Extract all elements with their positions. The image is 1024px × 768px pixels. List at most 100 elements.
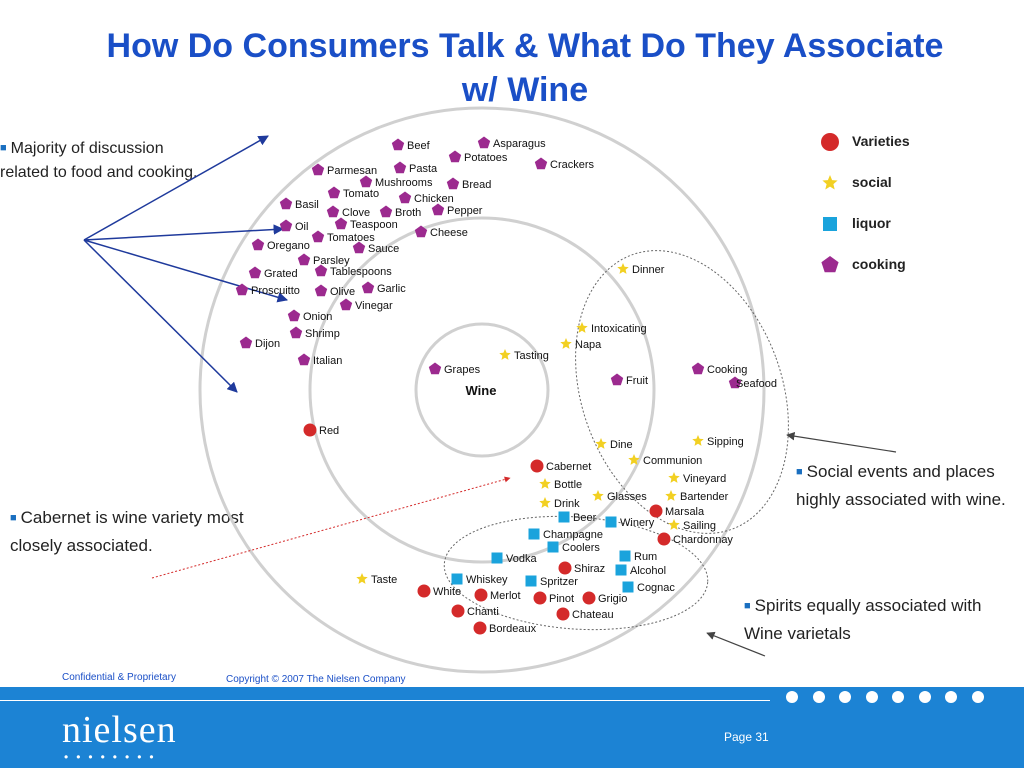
term-italian: Italian (297, 353, 342, 367)
term-label: Bordeaux (489, 623, 537, 635)
square-marker-icon (451, 573, 463, 585)
pentagon-marker-icon (393, 161, 407, 174)
term-fruit: Fruit (610, 373, 648, 387)
social-arrow (786, 432, 897, 453)
footer-dot (839, 691, 851, 703)
term-label: Beer (573, 512, 597, 524)
term-label: Rum (634, 551, 657, 563)
term-grated: Grated (248, 266, 298, 280)
term-communion: Communion (628, 454, 702, 467)
term-label: Red (319, 425, 339, 437)
note-social-events: ■Social events and places highly associa… (796, 458, 1021, 514)
footer-divider (0, 700, 770, 701)
term-label: Dinner (632, 264, 665, 276)
footer-dots (786, 690, 998, 708)
pentagon-marker-icon (248, 266, 262, 279)
square-marker-icon (823, 217, 837, 231)
term-label: Communion (643, 455, 702, 467)
pentagon-marker-icon (361, 281, 375, 294)
footer-copyright: Copyright © 2007 The Nielsen Company (226, 674, 406, 685)
term-label: Crackers (550, 159, 595, 171)
term-cognac: Cognac (622, 581, 675, 594)
term-label: Pepper (447, 205, 483, 217)
term-label: Drink (554, 498, 580, 510)
term-napa: Napa (560, 338, 602, 351)
page-number: Page 31 (724, 730, 769, 744)
term-label: Bartender (680, 491, 729, 503)
term-garlic: Garlic (361, 281, 406, 295)
note-cabernet-text: Cabernet is wine variety most closely as… (10, 508, 244, 555)
term-label: Oregano (267, 240, 310, 252)
pentagon-marker-icon (431, 203, 445, 216)
term-tomatoes: Tomatoes (311, 230, 375, 244)
term-label: Oil (295, 221, 308, 233)
pentagon-marker-icon (334, 217, 348, 230)
star-marker-icon (592, 490, 604, 501)
center-wine-label: Wine (466, 383, 497, 398)
term-spritzer: Spritzer (525, 575, 578, 588)
pentagon-marker-icon (311, 230, 325, 243)
term-chardonnay: Chardonnay (657, 532, 733, 546)
term-label: Parmesan (327, 165, 377, 177)
term-cooking: Cooking (691, 362, 747, 376)
term-coolers: Coolers (547, 541, 600, 554)
circle-marker-icon (474, 588, 488, 602)
term-vineyard: Vineyard (668, 472, 726, 485)
bullet-icon: ■ (744, 600, 751, 612)
legend-label: liquor (852, 215, 891, 231)
food-arrows (83, 135, 289, 393)
note-food-discussion: ■Majority of discussion related to food … (0, 136, 215, 185)
pentagon-marker-icon (610, 373, 624, 386)
note-cabernet: ■Cabernet is wine variety most closely a… (10, 504, 250, 560)
pentagon-marker-icon (289, 326, 303, 339)
term-label: Grated (264, 268, 298, 280)
term-label: Pinot (549, 593, 574, 605)
star-marker-icon (560, 338, 572, 349)
pentagon-marker-icon (314, 284, 328, 297)
term-label: Asparagus (493, 138, 546, 150)
term-potatoes: Potatoes (448, 150, 508, 164)
bullet-icon: ■ (0, 142, 7, 154)
term-vinegar: Vinegar (339, 298, 393, 312)
term-basil: Basil (279, 197, 319, 211)
term-rum: Rum (619, 550, 657, 563)
term-taste: Taste (356, 573, 397, 586)
term-label: Beef (407, 140, 431, 152)
term-bread: Bread (446, 177, 491, 191)
nielsen-logo: nielsen (62, 709, 177, 751)
star-marker-icon (668, 519, 680, 530)
legend-star-icon (822, 175, 838, 190)
inner-ring (414, 322, 550, 458)
term-asparagus: Asparagus (477, 136, 546, 150)
term-label: White (433, 586, 461, 598)
pentagon-marker-icon (821, 256, 839, 273)
term-chateau: Chateau (556, 607, 614, 621)
square-marker-icon (558, 511, 570, 523)
pentagon-marker-icon (339, 298, 353, 311)
circle-marker-icon (657, 532, 671, 546)
term-label: Bottle (554, 479, 582, 491)
term-tomato: Tomato (327, 186, 379, 200)
circle-marker-icon (649, 504, 663, 518)
term-pinot: Pinot (533, 591, 574, 605)
term-label: Spritzer (540, 576, 578, 588)
footer-dot (786, 691, 798, 703)
term-sipping: Sipping (692, 435, 744, 448)
footer-dot (971, 691, 984, 703)
term-seafood: Seafood (728, 376, 777, 390)
term-label: Sipping (707, 436, 744, 448)
term-label: Onion (303, 311, 332, 323)
term-proscuitto: Proscuitto (235, 283, 300, 297)
logo-dots: •••••••• (64, 750, 162, 764)
term-marsala: Marsala (649, 504, 705, 518)
pentagon-marker-icon (352, 241, 366, 254)
legend-square-icon (823, 217, 837, 231)
bullet-icon: ■ (10, 512, 17, 524)
term-label: Garlic (377, 283, 406, 295)
pentagon-marker-icon (287, 309, 301, 322)
term-drink: Drink (539, 497, 580, 510)
cabernet-arrow (151, 476, 511, 579)
term-white: White (417, 584, 461, 598)
term-label: Winery (620, 517, 655, 529)
